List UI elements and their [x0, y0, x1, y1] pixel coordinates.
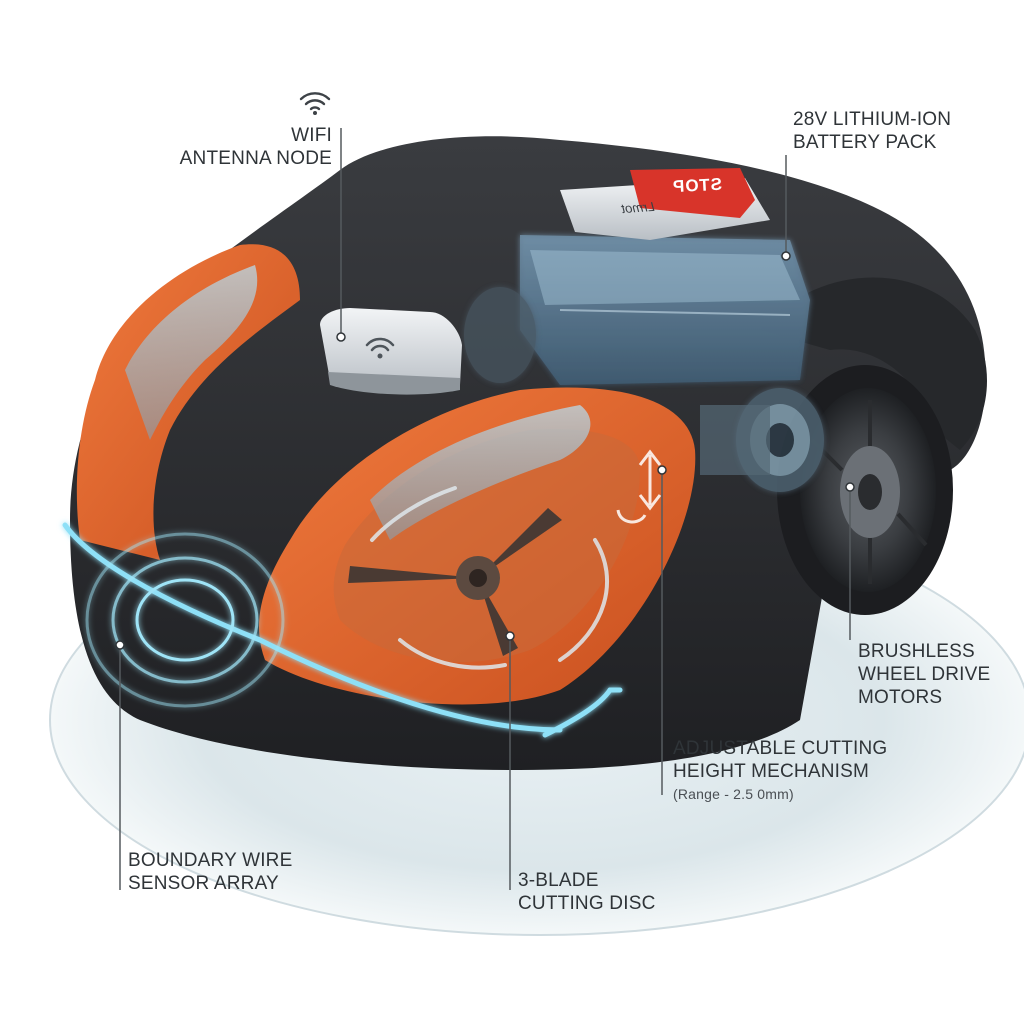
callout-motors-line-3: MOTORS	[858, 687, 943, 708]
callout-blade-disc: 3-BLADE CUTTING DISC	[518, 869, 656, 915]
wheel-motor-assembly	[700, 388, 824, 492]
stop-button	[630, 168, 755, 218]
callout-blade-line-2: CUTTING DISC	[518, 893, 656, 914]
callout-wheel-motors: BRUSHLESS WHEEL DRIVE MOTORS	[858, 640, 990, 709]
callout-wifi-antenna: WIFI ANTENNA NODE	[150, 124, 332, 170]
callout-boundary-line-1: BOUNDARY WIRE	[128, 850, 293, 871]
antenna-node	[320, 308, 462, 395]
callout-motors-line-1: BRUSHLESS	[858, 641, 975, 662]
callout-boundary-sensor: BOUNDARY WIRE SENSOR ARRAY	[128, 849, 292, 895]
sensor-rings	[85, 532, 285, 708]
callout-wifi-line-1: WIFI	[291, 125, 332, 146]
boundary-sensor-glow	[62, 522, 623, 738]
callout-cutting-height: ADJUSTABLE CUTTING HEIGHT MECHANISM (Ran…	[673, 737, 887, 803]
callout-height-line-1: ADJUSTABLE CUTTING	[673, 738, 888, 759]
callout-battery-line-2: BATTERY PACK	[793, 132, 937, 153]
right-drive-wheel	[777, 365, 953, 615]
callout-motors-line-2: WHEEL DRIVE	[858, 664, 991, 685]
callout-battery-line-1: 28V LITHIUM-ION	[793, 109, 952, 130]
callout-height-range: (Range - 2.5 0mm)	[673, 786, 794, 802]
callout-battery-pack: 28V LITHIUM-ION BATTERY PACK	[793, 108, 951, 154]
wifi-icon	[299, 92, 331, 115]
battery-pack	[520, 235, 810, 385]
callout-wifi-line-2: ANTENNA NODE	[179, 148, 332, 169]
height-adjust-mechanism	[616, 449, 662, 524]
callout-height-line-2: HEIGHT MECHANISM	[673, 761, 870, 782]
left-orange-panel	[76, 244, 300, 560]
callout-boundary-line-2: SENSOR ARRAY	[128, 873, 279, 894]
callout-blade-line-1: 3-BLADE	[518, 870, 599, 891]
